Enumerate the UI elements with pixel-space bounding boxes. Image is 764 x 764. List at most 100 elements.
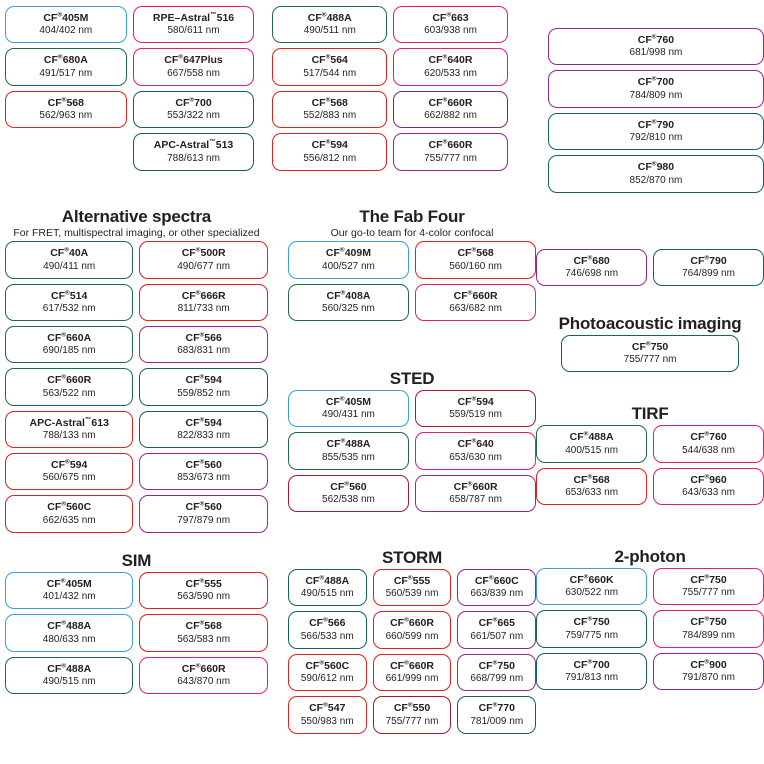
trademark-symbol: ® <box>407 574 413 582</box>
trademark-symbol: ™ <box>209 138 216 146</box>
section-header: TIRF <box>536 404 764 423</box>
trademark-symbol: ® <box>467 480 473 488</box>
trademark-symbol: ® <box>57 53 63 61</box>
dye-spectra: 580/611 nm <box>167 25 220 37</box>
trademark-symbol: ® <box>651 118 657 126</box>
dye-name: CF®760 <box>690 430 727 444</box>
trademark-symbol: ™ <box>84 416 92 424</box>
dye-spectra: 552/883 nm <box>303 110 357 122</box>
dye-name: CF®547 <box>309 701 346 715</box>
trademark-symbol: ® <box>325 138 331 146</box>
dye-spectra: 653/630 nm <box>449 451 503 463</box>
trademark-symbol: ® <box>704 254 710 261</box>
spacer <box>288 516 536 534</box>
dye-spectra: 553/322 nm <box>167 110 220 122</box>
trademark-symbol: ® <box>651 33 657 41</box>
dye-name: CF®550 <box>393 701 431 715</box>
dye-spectra: 630/522 nm <box>565 587 619 599</box>
dye-spectra: 662/882 nm <box>424 110 477 122</box>
trademark-symbol: ® <box>442 138 448 146</box>
dye-name: CF®760 <box>637 33 675 46</box>
